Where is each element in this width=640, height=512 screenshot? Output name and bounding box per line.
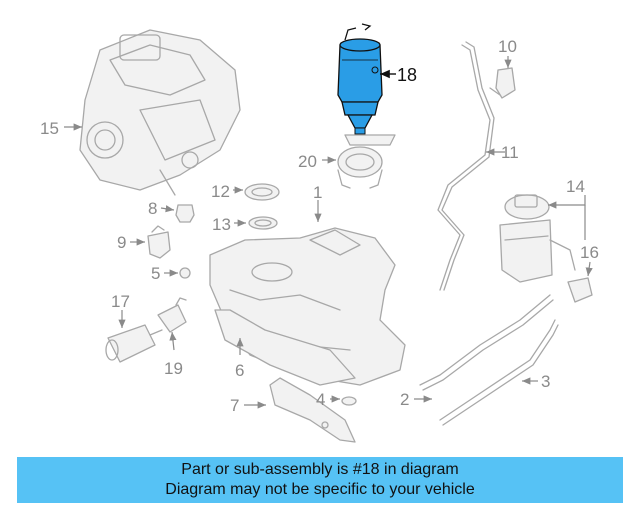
part-5-grommet (179, 267, 191, 279)
callout-9: 9 (117, 233, 126, 252)
callout-3: 3 (541, 372, 550, 391)
part-17-filter (105, 324, 163, 363)
part-2-fuel-line (419, 294, 554, 391)
part-15-injection-pump (79, 29, 241, 196)
part-10-connector (489, 67, 516, 99)
callout-8: 8 (148, 199, 157, 218)
callout-14: 14 (566, 177, 585, 196)
callout-16: 16 (580, 243, 599, 262)
callout-10: 10 (498, 37, 517, 56)
part-12-lock-ring (244, 183, 280, 201)
part-9-valve (147, 225, 171, 259)
callout-13: 13 (212, 215, 231, 234)
caption-line-2: Diagram may not be specific to your vehi… (165, 481, 475, 498)
part-4-grommet (341, 396, 357, 406)
callout-12: 12 (211, 182, 230, 201)
callout-1: 1 (313, 183, 322, 202)
caption-line-1: Part or sub-assembly is #18 in diagram (181, 461, 459, 478)
callout-4: 4 (316, 390, 325, 409)
callout-17: 17 (111, 292, 130, 311)
callout-7: 7 (230, 396, 239, 415)
callout-19: 19 (164, 359, 183, 378)
callout-2: 2 (400, 390, 409, 409)
callout-11: 11 (501, 143, 519, 162)
part-18-fuel-filter (337, 23, 383, 135)
callout-20: 20 (298, 152, 317, 171)
part-14-fuel-pump (499, 194, 576, 283)
part-16-sender (567, 277, 593, 303)
parts-diagram: 15 18 20 12 13 8 9 5 1 17 19 6 7 4 2 3 1… (40, 23, 599, 443)
callout-15: 15 (40, 119, 59, 138)
callout-6: 6 (235, 361, 244, 380)
part-11-fuel-line (437, 41, 495, 291)
part-19-clamp (157, 297, 187, 333)
part-7-strap (269, 377, 356, 443)
callout-18: 18 (397, 65, 417, 85)
part-13-seal (248, 216, 278, 230)
part-8-valve (175, 204, 195, 223)
part-20-bracket (337, 134, 396, 189)
callout-5: 5 (151, 264, 160, 283)
part-3-fuel-line (439, 319, 559, 426)
caption-banner: Part or sub-assembly is #18 in diagram D… (17, 457, 623, 503)
